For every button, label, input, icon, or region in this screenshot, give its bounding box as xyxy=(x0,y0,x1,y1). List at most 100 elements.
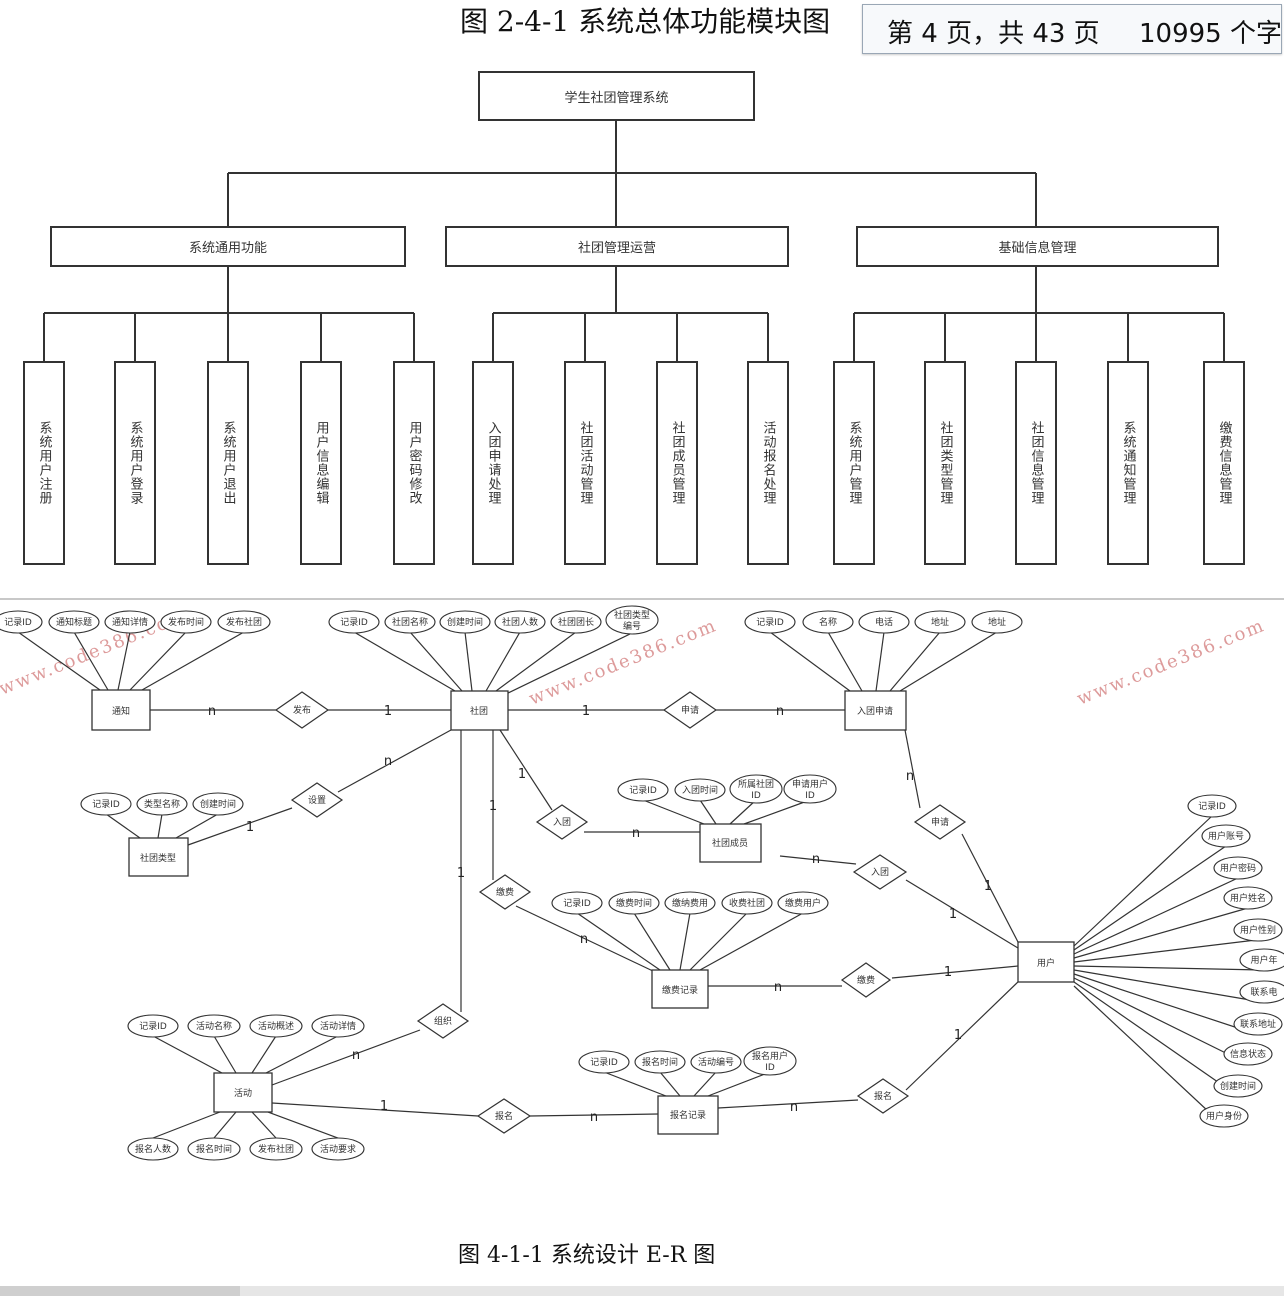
card-publish-club: 1 xyxy=(384,704,392,719)
module-user-logout: 系统用户退出 xyxy=(207,361,249,565)
attr-club-size: 社团人数 xyxy=(502,616,538,628)
attr-activity-requirement: 活动要求 xyxy=(320,1143,356,1155)
entity-join-apply: 入团申请 xyxy=(857,705,893,717)
root-module: 学生社团管理系统 xyxy=(478,71,755,121)
attr-signup-id: 记录ID xyxy=(590,1057,618,1068)
card-set-type: 1 xyxy=(246,820,254,835)
rel-pay: 缴费 xyxy=(496,886,514,898)
module-club-member: 社团成员管理 xyxy=(656,361,698,565)
attr-activity-signup-time: 报名时间 xyxy=(196,1143,232,1155)
card-join-user: 1 xyxy=(949,907,957,922)
attr-activity-id: 记录ID xyxy=(139,1021,167,1032)
attr-signup-user-2: ID xyxy=(765,1063,775,1073)
attr-club-name: 社团名称 xyxy=(392,616,428,628)
entity-signup-record: 报名记录 xyxy=(670,1109,706,1121)
module-system-user: 系统用户管理 xyxy=(833,361,875,565)
attr-pay-user: 缴费用户 xyxy=(785,897,821,909)
bottom-tab[interactable] xyxy=(0,1286,240,1296)
card-apply-joinapply: n xyxy=(776,704,784,719)
attr-pay-id: 记录ID xyxy=(563,898,591,909)
attr-user-phone: 联系电 xyxy=(1250,986,1277,998)
rel-signup-user: 报名 xyxy=(874,1090,892,1102)
card-signup-record: n xyxy=(590,1110,598,1125)
attr-user-id: 记录ID xyxy=(1198,801,1226,812)
rel-apply-user: 申请 xyxy=(931,816,949,828)
entity-user: 用户 xyxy=(1037,957,1055,969)
module-join-apply: 入团申请处理 xyxy=(472,361,514,565)
attr-user-account: 用户账号 xyxy=(1208,830,1244,842)
entity-notice: 通知 xyxy=(112,705,130,717)
attr-member-user-2: ID xyxy=(805,791,815,801)
attr-apply-address-2: 地址 xyxy=(988,616,1006,628)
card-club-organize: 1 xyxy=(457,866,465,881)
hierarchy-connectors xyxy=(43,120,1225,361)
attr-apply-id: 记录ID xyxy=(756,617,784,628)
attr-type-id: 记录ID xyxy=(92,799,120,810)
card-organize-activity: n xyxy=(352,1048,360,1063)
card-club-pay: 1 xyxy=(489,799,497,814)
entity-payment-record: 缴费记录 xyxy=(662,984,698,996)
figure-caption-modules: 图 2-4-1 系统总体功能模块图 xyxy=(460,5,831,38)
attr-member-club: 所属社团 xyxy=(738,778,774,790)
attr-notice-detail: 通知详情 xyxy=(112,616,148,628)
entity-activity: 活动 xyxy=(234,1087,252,1099)
card-club-apply: 1 xyxy=(582,704,590,719)
module-user-info-edit: 用户信息编辑 xyxy=(300,361,342,565)
group-general: 系统通用功能 xyxy=(50,226,406,267)
card-club-set: n xyxy=(384,754,392,769)
attr-activity-name: 活动名称 xyxy=(196,1020,232,1032)
rel-set: 设置 xyxy=(308,795,326,806)
word-count[interactable]: 10995 个字 xyxy=(1139,19,1282,49)
rel-publish: 发布 xyxy=(293,704,311,716)
group-club-ops: 社团管理运营 xyxy=(445,226,789,267)
attr-pay-club: 收费社团 xyxy=(729,897,765,909)
card-pay-user: 1 xyxy=(944,965,952,980)
attr-activity-detail: 活动详情 xyxy=(320,1020,356,1032)
attr-notice-time: 发布时间 xyxy=(168,616,204,628)
module-user-login: 系统用户登录 xyxy=(114,361,156,565)
attr-type-created: 创建时间 xyxy=(200,798,236,810)
attr-activity-signup-count: 报名人数 xyxy=(135,1143,171,1155)
module-system-notice: 系统通知管理 xyxy=(1107,361,1149,565)
rel-organize: 组织 xyxy=(434,1015,452,1027)
card-club-join: 1 xyxy=(518,767,526,782)
entity-club-member: 社团成员 xyxy=(712,837,748,849)
attr-signup-time: 报名时间 xyxy=(642,1056,678,1068)
page-count[interactable]: 第 4 页，共 43 页 xyxy=(887,19,1100,49)
attr-user-identity: 用户身份 xyxy=(1206,1110,1242,1122)
status-bar: 第 4 页，共 43 页 10995 个字 xyxy=(862,4,1282,54)
module-club-info: 社团信息管理 xyxy=(1015,361,1057,565)
card-notice-publish: n xyxy=(208,704,216,719)
attr-member-id: 记录ID xyxy=(629,785,657,796)
attr-user-created: 创建时间 xyxy=(1220,1080,1256,1092)
attr-user-gender: 用户性别 xyxy=(1240,924,1276,936)
card-record-pay: n xyxy=(774,980,782,995)
attr-activity-summary: 活动概述 xyxy=(258,1020,294,1032)
attr-user-age: 用户年 xyxy=(1250,954,1277,966)
rel-join: 入团 xyxy=(553,817,571,828)
attr-type-name: 类型名称 xyxy=(144,798,180,810)
attr-notice-title: 通知标题 xyxy=(56,616,92,628)
attr-club-type-no: 社团类型 xyxy=(614,609,650,621)
module-club-activity: 社团活动管理 xyxy=(564,361,606,565)
attr-signup-user: 报名用户 xyxy=(752,1050,788,1062)
attr-club-id: 记录ID xyxy=(340,617,368,628)
card-join-member: n xyxy=(632,826,640,841)
rel-join-user: 入团 xyxy=(871,867,889,878)
attr-member-user: 申请用户 xyxy=(792,778,828,790)
card-apply-user: 1 xyxy=(984,879,992,894)
attr-user-status: 信息状态 xyxy=(1230,1048,1266,1060)
module-activity-signup: 活动报名处理 xyxy=(747,361,789,565)
bottom-toolbar-strip xyxy=(0,1286,1284,1296)
card-activity-signup: 1 xyxy=(380,1099,388,1114)
attr-notice-id: 记录ID xyxy=(4,617,32,628)
rel-apply: 申请 xyxy=(681,704,699,716)
page-divider xyxy=(0,598,1284,600)
module-club-type: 社团类型管理 xyxy=(924,361,966,565)
attr-user-name: 用户姓名 xyxy=(1230,892,1266,904)
attr-member-club-2: ID xyxy=(751,791,761,801)
rel-signup: 报名 xyxy=(495,1110,513,1122)
attr-user-password: 用户密码 xyxy=(1220,862,1256,874)
module-password-change: 用户密码修改 xyxy=(393,361,435,565)
